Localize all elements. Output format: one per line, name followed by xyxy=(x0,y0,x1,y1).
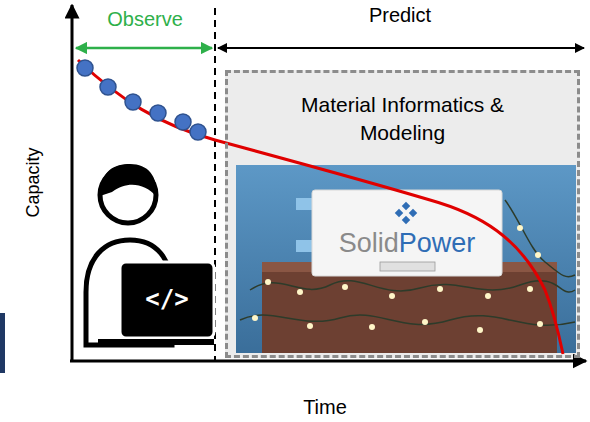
y-axis-title: Capacity xyxy=(23,123,44,243)
capacity-curve xyxy=(78,60,563,354)
code-symbol: </> xyxy=(122,285,212,313)
edge-bar xyxy=(0,313,5,373)
predict-label: Predict xyxy=(220,4,580,27)
observe-span-arrow xyxy=(76,47,212,50)
region-title: Material Informatics & Modeling xyxy=(278,91,528,148)
person-icon xyxy=(86,164,214,345)
x-axis-title: Time xyxy=(250,396,400,419)
predict-region-box: Material Informatics & Modeling xyxy=(225,70,580,358)
battery-logo-word: Power xyxy=(399,228,476,258)
observed-points xyxy=(77,60,206,140)
battery-logo-word: Solid xyxy=(339,228,399,258)
observe-label: Observe xyxy=(78,8,212,31)
y-axis xyxy=(71,5,74,362)
predict-span-arrow xyxy=(218,47,584,49)
x-axis xyxy=(70,360,586,363)
predict-region-fill xyxy=(225,70,580,358)
battery-logo-text: SolidPower xyxy=(312,228,502,259)
